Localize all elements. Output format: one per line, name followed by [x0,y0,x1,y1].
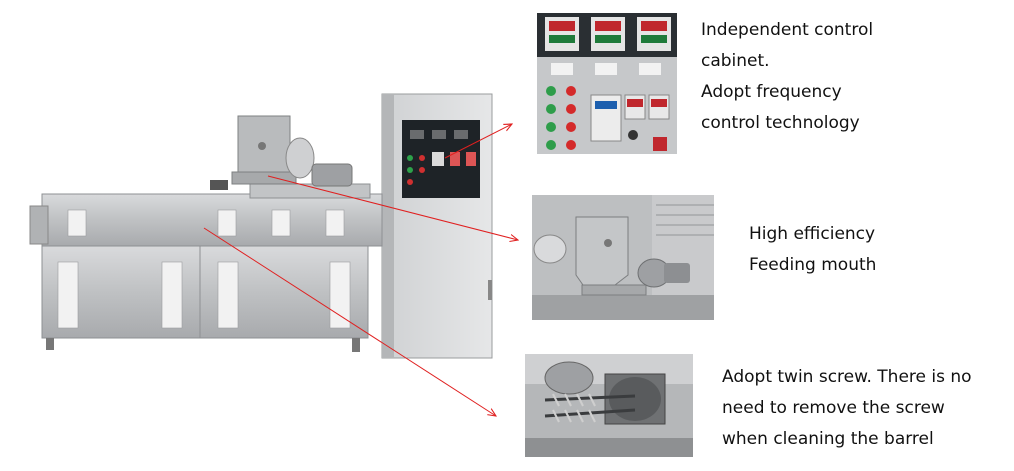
caption-line: when cleaning the barrel [722,429,934,449]
caption-line: Adopt twin screw. There is no [722,367,972,387]
caption-line: Independent control [701,20,874,40]
control-cabinet-caption: Independent control cabinet. Adopt frequ… [701,15,873,139]
caption-line: Feeding mouth [749,255,877,275]
caption-line: Adopt frequency [701,82,842,102]
caption-line: cabinet. [701,51,770,71]
feeding-mouth-photo [532,195,714,320]
twin-screw-caption: Adopt twin screw. There is no need to re… [722,362,972,455]
extruder-machine-photo [0,80,500,370]
arrow-to-twin-screw [203,227,496,416]
arrow-to-feeding-mouth [267,175,518,240]
control-cabinet-photo [537,13,677,154]
caption-line: control technology [701,113,860,133]
twin-screw-photo [525,354,693,457]
caption-line: need to remove the screw [722,398,945,418]
arrow-to-control-cabinet [444,124,512,159]
feeding-mouth-caption: High efficiency Feeding mouth [749,219,876,281]
caption-line: High efficiency [749,224,876,244]
